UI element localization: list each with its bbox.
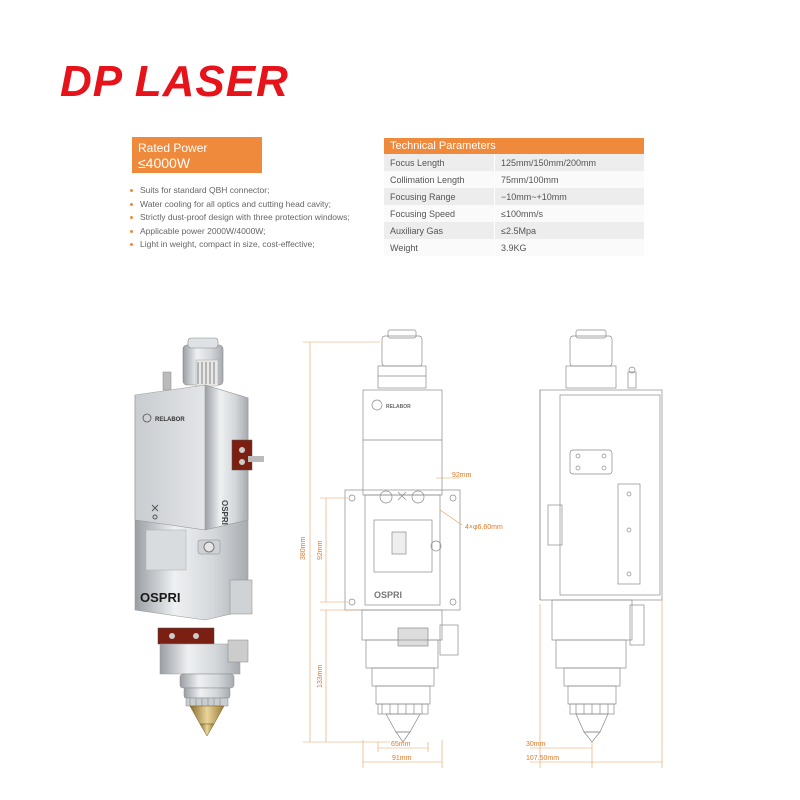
photo-brand-big: OSPRI — [140, 590, 180, 605]
front-drawing: RELABOR OSPRI — [344, 329, 461, 743]
list-item: Water cooling for all optics and cutting… — [130, 198, 350, 212]
param-value: ≤2.5Mpa — [494, 222, 644, 239]
technical-parameters-title: Technical Parameters — [390, 140, 496, 152]
dim-overall-height: 380mm — [300, 536, 307, 560]
param-name: Collimation Length — [384, 171, 495, 188]
param-value: ≤100mm/s — [494, 205, 644, 222]
param-name: Focus Length — [384, 154, 495, 171]
dim-hole-spacing: 92mm — [452, 472, 472, 479]
param-name: Weight — [384, 239, 495, 256]
bullet-icon — [130, 189, 133, 192]
rated-power-value: ≤4000W — [138, 155, 191, 171]
photo-brand-small: RELABOR — [155, 417, 185, 423]
bullet-icon — [130, 229, 133, 233]
list-item: Light in weight, compact in size, cost-e… — [130, 238, 350, 252]
side-drawing — [539, 329, 663, 743]
feature-text: Strictly dust-proof design with three pr… — [140, 212, 350, 222]
list-item: Strictly dust-proof design with three pr… — [130, 211, 350, 225]
param-value: 125mm/150mm/200mm — [494, 154, 644, 171]
table-row: Auxiliary Gas≤2.5Mpa — [384, 222, 644, 239]
front-brand-small: RELABOR — [386, 404, 411, 410]
feature-text: Suits for standard QBH connector; — [140, 185, 270, 195]
table-row: Focusing Range−10mm~+10mm — [384, 188, 644, 205]
dim-lower-height: 133mm — [317, 664, 324, 688]
feature-list: Suits for standard QBH connector; Water … — [130, 184, 350, 252]
feature-text: Applicable power 2000W/4000W; — [140, 225, 266, 236]
cutting-head-photo: RELABOR OSPRI OSPRI — [134, 337, 264, 737]
bullet-icon — [130, 202, 133, 206]
rated-power-label: Rated Power — [138, 141, 208, 155]
param-name: Auxiliary Gas — [384, 222, 495, 239]
technical-parameters-header: Technical Parameters — [384, 138, 644, 154]
rated-power-box: Rated Power ≤4000W — [132, 137, 262, 173]
dim-body-width: 91mm — [392, 755, 412, 762]
feature-text: Light in weight, compact in size, cost-e… — [140, 239, 315, 249]
dim-nozzle-width: 65mm — [391, 741, 411, 748]
list-item: Applicable power 2000W/4000W; — [130, 225, 350, 239]
feature-text: Water cooling for all optics and cutting… — [140, 198, 332, 209]
side-dimensions — [530, 600, 663, 768]
brand-logo: DP LASER — [60, 57, 289, 106]
dim-nozzle-offset: 30mm — [526, 741, 546, 748]
dim-holes: 4×φ6.60mm — [465, 524, 503, 531]
dim-mid-height: 92mm — [317, 540, 324, 560]
table-row: Focusing Speed≤100mm/s — [384, 205, 644, 222]
list-item: Suits for standard QBH connector; — [130, 184, 350, 198]
front-dimensions — [303, 341, 463, 768]
param-name: Focusing Speed — [384, 205, 495, 222]
front-brand-big: OSPRI — [374, 590, 402, 600]
param-value: 3.9KG — [494, 239, 644, 256]
bullet-icon — [130, 243, 133, 246]
bullet-icon — [130, 216, 133, 219]
dim-side-width: 107.50mm — [526, 755, 559, 762]
param-value: −10mm~+10mm — [494, 188, 644, 205]
photo-side-text: OSPRI — [220, 500, 229, 525]
param-name: Focusing Range — [384, 188, 495, 205]
param-value: 75mm/100mm — [494, 171, 644, 188]
